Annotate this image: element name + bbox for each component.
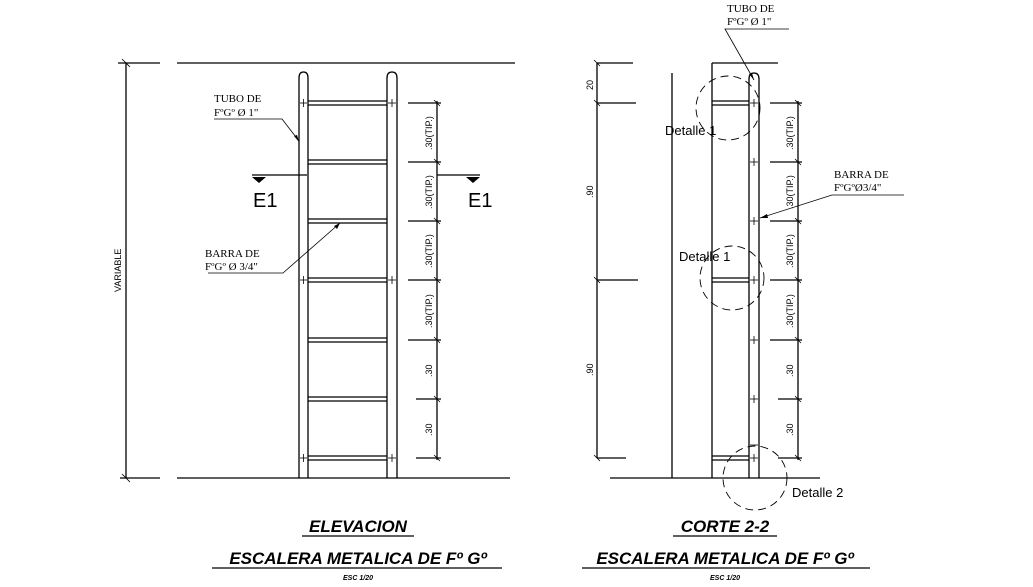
section-view: 20 .90 .90 Detalle 1 Detalle 1	[582, 3, 904, 582]
detail-1-circle	[695, 75, 761, 141]
left-dimension-1: 20	[585, 80, 595, 90]
section-tube-leader	[724, 28, 789, 81]
tube-leader	[214, 118, 300, 142]
section-dimension-5: .30	[785, 364, 795, 377]
section-tube	[748, 72, 760, 478]
dimension-1: .30(TIP.)	[424, 116, 434, 150]
left-dimension-3: .90	[585, 363, 595, 376]
detail-2-label: Detalle 2	[792, 485, 843, 500]
section-dimension-4: .30(TIP.)	[785, 294, 795, 328]
bar-label-line2: FºGº Ø 3/4"	[205, 261, 258, 273]
level-label-right: E1	[468, 190, 492, 212]
left-tube	[298, 71, 309, 478]
bar-label-line1: BARRA DE	[205, 248, 260, 260]
tube-label-line2: FºGº Ø 1"	[214, 107, 258, 119]
dimension-6: .30	[424, 423, 434, 436]
dimension-chain	[408, 99, 441, 462]
level-marker-left-icon	[252, 177, 266, 183]
detail-1b-circle	[699, 245, 765, 311]
elevation-view: VARIABLE E1 E1	[113, 58, 515, 582]
detail-2-circle	[722, 445, 788, 511]
dimension-4: .30(TIP.)	[424, 294, 434, 328]
section-bar-leader	[759, 194, 904, 219]
section-tube-label-line2: FºGº Ø 1"	[727, 16, 771, 28]
section-dimension-2: .30(TIP.)	[785, 175, 795, 209]
section-subtitle: ESCALERA METALICA DE Fº Gº	[596, 549, 854, 568]
section-title: CORTE 2-2	[681, 517, 770, 536]
detail-1-label: Detalle 1	[665, 123, 716, 138]
right-tube	[386, 71, 398, 478]
detail-1b-label: Detalle 1	[679, 249, 730, 264]
section-dimension-chain	[770, 99, 802, 462]
section-bar-label-line1: BARRA DE	[834, 169, 889, 181]
section-dimension-6: .30	[785, 423, 795, 436]
variable-label: VARIABLE	[113, 249, 123, 292]
bar-leader	[208, 222, 341, 274]
section-bar-label-line2: FºGºØ3/4"	[834, 182, 881, 194]
tube-label-line1: TUBO DE	[214, 93, 262, 105]
section-bolt-marks	[750, 99, 758, 462]
elevation-title: ELEVACION	[309, 517, 408, 536]
bolt-marks	[300, 99, 396, 462]
section-tube-label-line1: TUBO DE	[727, 3, 775, 15]
elevation-scale: ESC 1/20	[343, 575, 373, 582]
dimension-2: .30(TIP.)	[424, 175, 434, 209]
elevation-subtitle: ESCALERA METALICA DE Fº Gº	[229, 549, 487, 568]
section-scale: ESC 1/20	[710, 575, 740, 582]
dimension-3: .30(TIP.)	[424, 234, 434, 268]
rungs	[308, 100, 387, 461]
level-label-left: E1	[253, 190, 277, 212]
level-marker-right-icon	[466, 177, 480, 183]
left-dimension-2: .90	[585, 185, 595, 198]
section-dimension-3: .30(TIP.)	[785, 234, 795, 268]
dimension-5: .30	[424, 364, 434, 377]
section-dimension-1: .30(TIP.)	[785, 116, 795, 150]
